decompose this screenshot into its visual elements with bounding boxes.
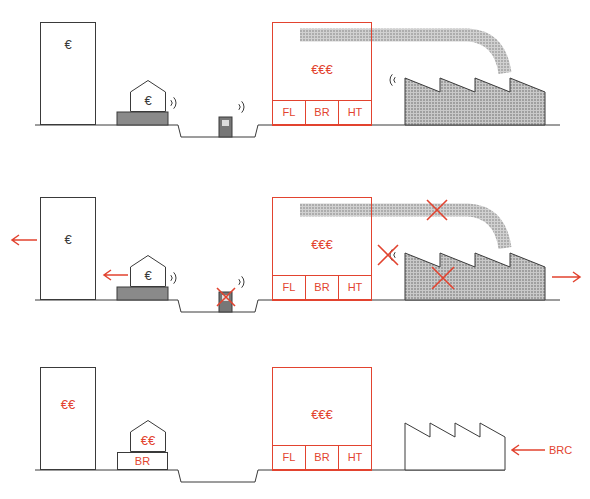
function-box: FL [272, 100, 306, 126]
node-text: FL [273, 104, 305, 120]
cross-mark [432, 267, 454, 289]
cross-mark [378, 245, 398, 265]
district-box: FLBRHT €€€ [272, 367, 372, 470]
wifi-wave [239, 104, 240, 110]
house-base [117, 287, 168, 300]
house-base: BR [117, 452, 168, 470]
node-text: € [41, 232, 95, 248]
node-text: €€€ [273, 237, 371, 253]
district-box: FLBRHT €€€ [272, 197, 372, 300]
node-text: €€€ [273, 407, 371, 423]
node-text: €€ [130, 433, 166, 449]
move-arrow [104, 270, 128, 280]
ground-line [35, 125, 560, 137]
house-base [117, 112, 168, 125]
ground-line [35, 470, 505, 482]
district-box: FLBRHT €€€ [272, 22, 372, 125]
node-text: €€€ [273, 62, 371, 78]
wifi-wave [242, 101, 244, 112]
function-box: HT [338, 445, 372, 471]
house-outline-shape [131, 421, 166, 452]
wifi-wave [239, 279, 240, 285]
factory-symbol [405, 423, 505, 470]
function-box: BR [305, 275, 339, 301]
function-box: FL [272, 445, 306, 471]
office-building: € [40, 197, 96, 300]
node-text: € [41, 37, 95, 53]
kiosk-symbol [219, 117, 232, 137]
house-shape: €€ [130, 420, 166, 452]
wifi-wave [242, 276, 244, 287]
factory-symbol [405, 78, 545, 125]
ground-line [35, 300, 560, 312]
factory-symbol [405, 253, 545, 300]
function-box: BR [305, 445, 339, 471]
house-outline-shape [131, 81, 166, 112]
function-box: FL [272, 275, 306, 301]
office-building: €€ [40, 367, 96, 470]
wifi-wave [171, 275, 172, 281]
node-text: FL [273, 449, 305, 465]
wifi-wave [174, 97, 176, 108]
function-box: HT [338, 100, 372, 126]
function-box: HT [338, 275, 372, 301]
cross-mark [427, 200, 447, 220]
move-arrow [12, 235, 37, 245]
office-building: € [40, 22, 96, 125]
house-outline-shape [131, 256, 166, 287]
kiosk-screen [222, 120, 229, 126]
wifi-wave [394, 77, 395, 83]
wifi-wave [174, 272, 176, 283]
move-arrow [552, 272, 580, 282]
cross-mark [217, 288, 235, 306]
wifi-wave [171, 100, 172, 106]
wifi-wave [394, 252, 395, 258]
node-text: BR [306, 449, 338, 465]
function-box: BR [305, 100, 339, 126]
node-text: € [130, 93, 166, 109]
node-text: HT [339, 279, 371, 295]
node-text: HT [339, 104, 371, 120]
node-text: € [130, 268, 166, 284]
wifi-wave [390, 74, 392, 85]
node-text: FL [273, 279, 305, 295]
node-text: HT [339, 449, 371, 465]
node-text: BR [118, 453, 167, 469]
node-text: BR [306, 279, 338, 295]
node-text: BR [306, 104, 338, 120]
move-arrow [512, 445, 545, 455]
house-shape: € [130, 255, 166, 287]
node-text: €€ [41, 397, 95, 413]
region-label: BRC [549, 443, 572, 457]
house-shape: € [130, 80, 166, 112]
